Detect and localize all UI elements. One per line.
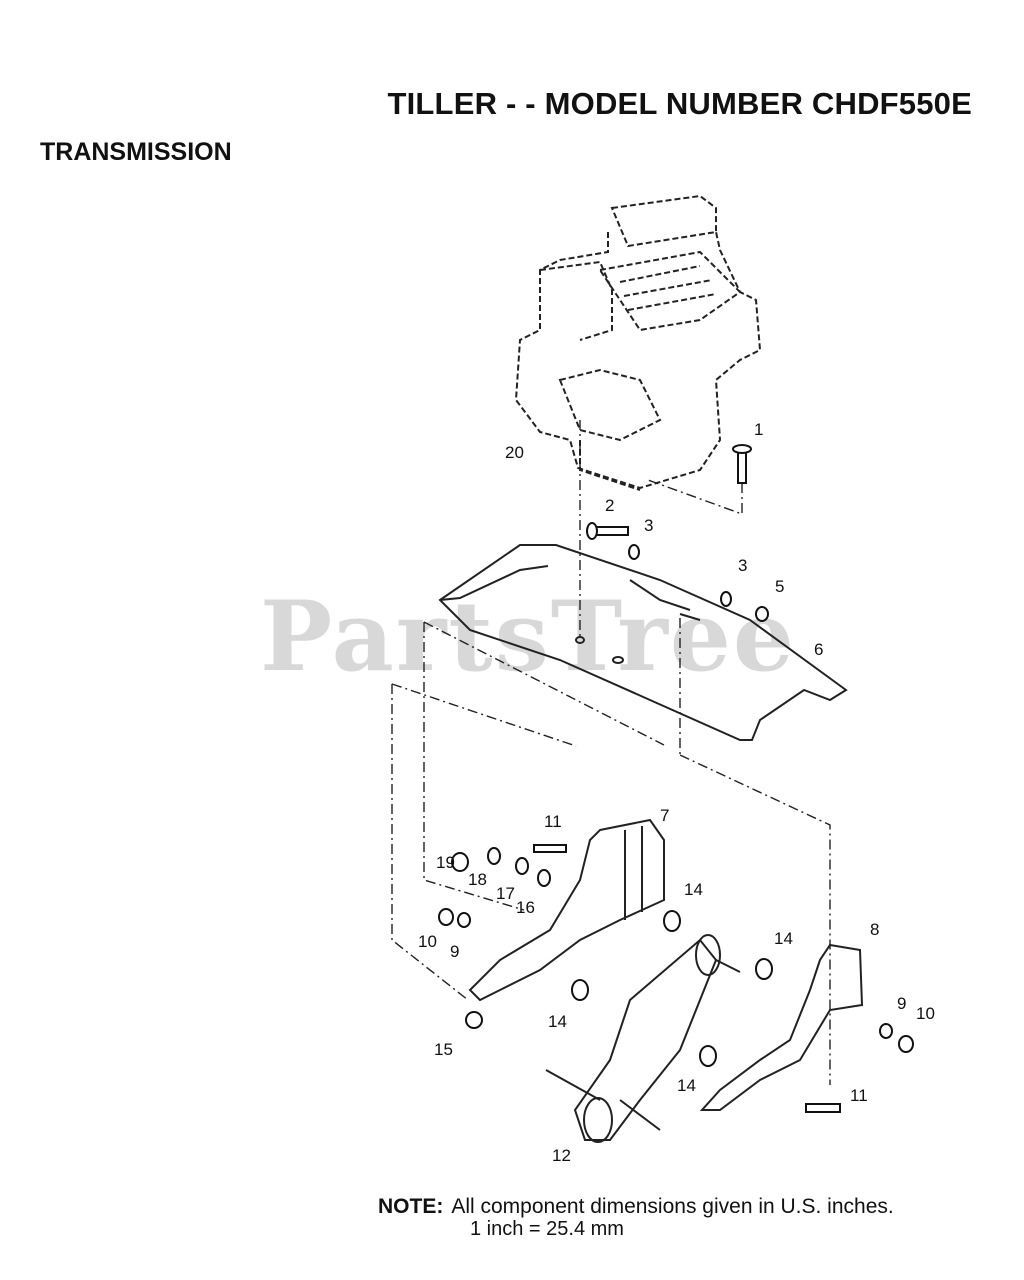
- section-heading: TRANSMISSION: [40, 138, 232, 166]
- washer-18-icon: [487, 847, 501, 865]
- callout-19: 19: [436, 853, 455, 872]
- callout-8: 8: [870, 920, 880, 939]
- bolt-11-icon: [533, 844, 567, 853]
- callout-9b: 9: [897, 994, 907, 1013]
- callout-18: 18: [468, 870, 487, 889]
- callout-1: 1: [754, 420, 764, 439]
- nut-5-icon: [755, 606, 769, 622]
- note-line-2: 1 inch = 25.4 mm: [470, 1218, 624, 1240]
- bolt-2-icon: [586, 522, 629, 540]
- transmission-chain-case: [545, 934, 741, 1143]
- washer-16-icon: [537, 869, 551, 887]
- bolt-11b-icon: [805, 1103, 841, 1113]
- nut-10b-icon: [898, 1035, 914, 1053]
- callout-17: 17: [496, 884, 515, 903]
- callout-11b: 11: [850, 1086, 868, 1105]
- note-line-1: All component dimensions given in U.S. i…: [451, 1195, 894, 1218]
- washer-3b-icon: [720, 591, 732, 607]
- callout-16: 16: [516, 898, 535, 917]
- bolt-1-icon: [732, 444, 752, 484]
- note-label: NOTE:: [378, 1195, 444, 1218]
- spacer-14c-icon: [571, 979, 589, 1001]
- nut-10-icon: [438, 908, 454, 926]
- callout-11: 11: [544, 812, 562, 831]
- callout-3: 3: [644, 516, 654, 535]
- callout-10b: 10: [916, 1004, 935, 1023]
- washer-9b-icon: [879, 1023, 893, 1039]
- spacer-14-icon: [663, 910, 681, 932]
- callout-3b: 3: [738, 556, 748, 575]
- callout-2: 2: [605, 496, 615, 515]
- left-tine-bracket: [468, 818, 665, 1002]
- page-title: TILLER - - MODEL NUMBER CHDF550E: [387, 86, 972, 121]
- washer-9-icon: [457, 912, 471, 928]
- bolt-19-icon: [451, 852, 469, 872]
- callout-7: 7: [660, 806, 670, 825]
- callout-15: 15: [434, 1040, 453, 1059]
- callout-10: 10: [418, 932, 437, 951]
- callout-14b: 14: [774, 929, 793, 948]
- callout-14d: 14: [677, 1076, 696, 1095]
- engine-outline: [514, 194, 762, 491]
- callout-20: 20: [505, 443, 524, 462]
- callout-9: 9: [450, 942, 460, 961]
- callout-6: 6: [814, 640, 824, 659]
- washer-17-icon: [515, 857, 529, 875]
- callout-14: 14: [684, 880, 703, 899]
- callout-5: 5: [775, 577, 785, 596]
- nut-15-icon: [465, 1011, 483, 1029]
- units-note: NOTE: All component dimensions given in U…: [378, 1195, 894, 1241]
- callout-14c: 14: [548, 1012, 567, 1031]
- tine-shield: [438, 544, 848, 741]
- spacer-14d-icon: [699, 1045, 717, 1067]
- right-tine-bracket: [699, 943, 864, 1111]
- washer-3-icon: [628, 544, 640, 560]
- spacer-14b-icon: [755, 958, 773, 980]
- callout-12: 12: [552, 1146, 571, 1165]
